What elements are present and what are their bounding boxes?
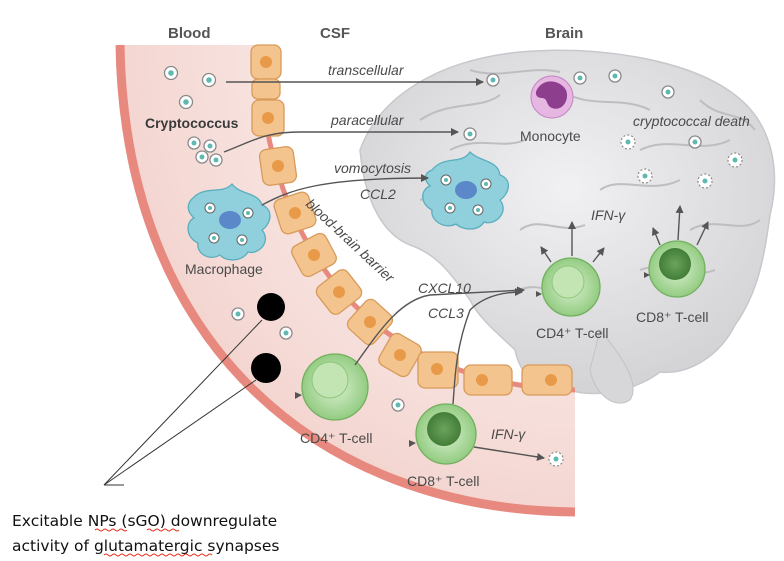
ifn-brain-arrow-3 <box>592 247 605 263</box>
cryptococcus-cells <box>163 65 743 467</box>
label-ccl2: CCL2 <box>360 186 396 202</box>
ifn-blood-arrow <box>473 446 545 461</box>
endothelial-cell <box>251 78 281 100</box>
monocyte <box>530 75 574 119</box>
header-blood: Blood <box>168 25 211 42</box>
cd4-tcell-brain <box>536 257 601 317</box>
ifn-brain-arrow-1 <box>540 246 552 263</box>
label-cd4-brain: CD4⁺ T-cell <box>536 325 608 341</box>
wavy-word: NPs <box>88 512 117 530</box>
label-cryptococcal-death: cryptococcal death <box>633 113 750 129</box>
ifn-brain-arrow-6 <box>696 221 709 246</box>
label-macrophage: Macrophage <box>185 261 263 277</box>
label-cd8-blood: CD8⁺ T-cell <box>407 473 479 489</box>
label-cryptococcus: Cryptococcus <box>145 115 239 131</box>
label-transcellular: transcellular <box>328 62 405 78</box>
label-vomocytosis: vomocytosis <box>334 160 411 176</box>
header-brain: Brain <box>545 25 583 42</box>
nanoparticles <box>251 293 285 383</box>
label-paracellular: paracellular <box>330 112 405 128</box>
label-ifn-blood: IFN-γ <box>491 426 526 442</box>
macrophage-blood <box>187 182 271 261</box>
cxcl10-arrow <box>354 286 525 366</box>
annotation-line-1: Excitable NPs (sGO) downregulate <box>12 512 277 530</box>
ccl3-arrow <box>452 288 523 405</box>
spellcheck-squiggles <box>94 528 213 557</box>
label-monocyte: Monocyte <box>520 128 581 144</box>
cd4-tcell-blood <box>295 353 369 421</box>
header-csf: CSF <box>320 25 350 42</box>
ifn-brain-arrow-5 <box>675 205 684 241</box>
paracellular-arrow <box>223 128 459 153</box>
ifn-brain-arrow-4 <box>651 227 661 246</box>
label-cd4-blood: CD4⁺ T-cell <box>300 430 372 446</box>
macrophage-brain <box>422 150 509 230</box>
blood-brain-barrier-cells <box>250 44 573 396</box>
nanoparticle <box>257 293 285 321</box>
nanoparticle <box>251 353 281 383</box>
annotation-line-2: activity of glutamatergic synapses <box>12 537 280 555</box>
label-cd8-brain: CD8⁺ T-cell <box>636 309 708 325</box>
label-ccl3: CCL3 <box>428 305 464 321</box>
pathway-arrows <box>223 78 709 461</box>
cd8-tcell-blood <box>409 403 477 465</box>
annotation-pointers <box>103 319 263 486</box>
label-ifn-brain: IFN-γ <box>591 207 626 223</box>
wavy-word: glutamatergic <box>94 537 203 555</box>
wavy-word: sGO <box>127 512 159 530</box>
label-cxcl10: CXCL10 <box>418 280 471 296</box>
vomocytosis-arrow <box>261 174 429 206</box>
cd8-tcell-brain <box>644 240 706 298</box>
